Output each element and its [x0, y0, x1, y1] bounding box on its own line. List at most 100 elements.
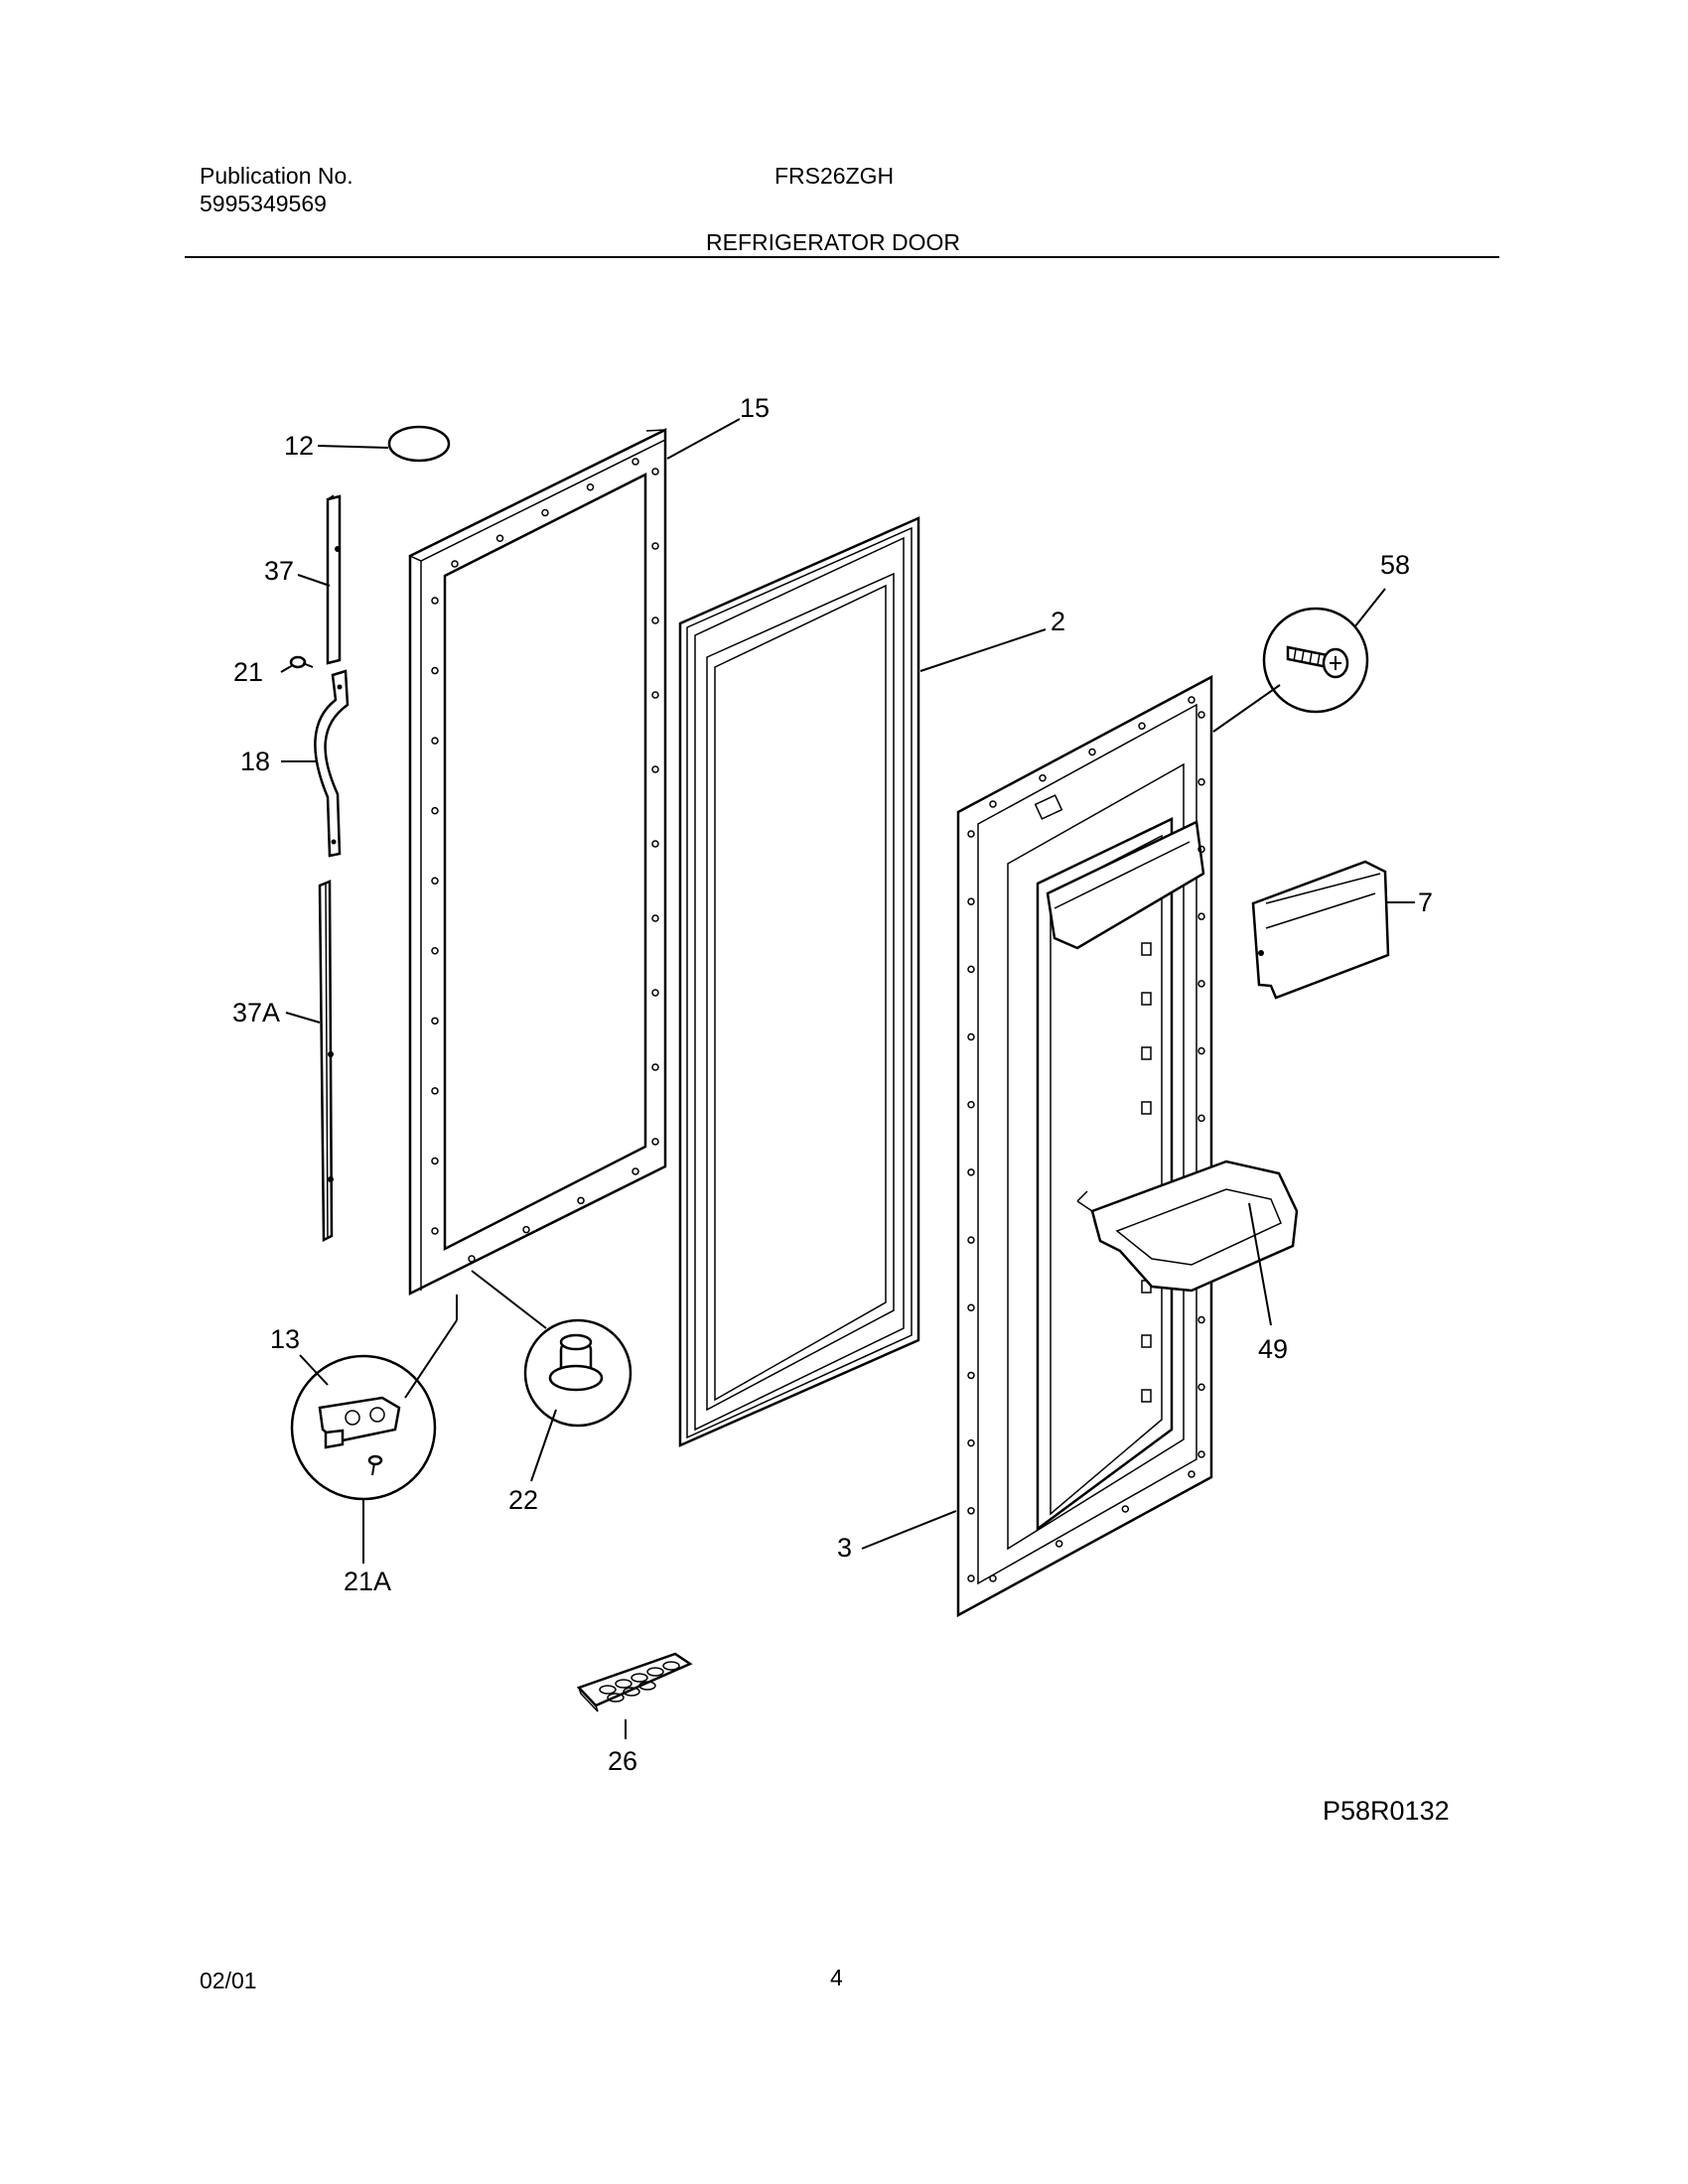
screw-hole [967, 1100, 975, 1109]
shelf-clip [1141, 992, 1152, 1006]
shelf-clip [1141, 1046, 1152, 1060]
screw-hole [431, 1017, 439, 1025]
screw-hole [522, 1225, 530, 1234]
part-12-plug [387, 425, 451, 463]
screw-hole [1197, 1383, 1205, 1392]
screw-hole [468, 1255, 476, 1263]
part-22-hinge-bushing-detail [523, 1318, 633, 1428]
screw-hole [1188, 696, 1196, 704]
screw-hole [1138, 722, 1146, 730]
screw-hole [431, 666, 439, 675]
screw-hole [451, 560, 459, 568]
callout-21: 21 [233, 657, 263, 687]
screw-hole [651, 989, 659, 997]
callout-7: 7 [1418, 887, 1433, 917]
screw-hole [651, 765, 659, 773]
screw-hole [1197, 845, 1205, 854]
callout-49: 49 [1258, 1334, 1288, 1364]
screw-hole [431, 1227, 439, 1235]
screw-hole [586, 483, 595, 491]
screw-hole [651, 616, 659, 624]
screw-hole [1197, 980, 1205, 988]
screw-hole [967, 1168, 975, 1176]
screw-hole [577, 1196, 585, 1205]
figure-id: P58R0132 [1323, 1796, 1450, 1826]
part-18-handle [314, 669, 350, 858]
screw-hole [1197, 1046, 1205, 1055]
screw-hole [967, 897, 975, 905]
page-number: 4 [830, 1965, 843, 1990]
callout-15: 15 [740, 393, 770, 423]
screw-hole [632, 458, 639, 466]
screw-hole [1121, 1505, 1130, 1513]
screw-hole [651, 1138, 659, 1146]
screw-hole [651, 691, 659, 699]
screw-hole [1188, 1470, 1196, 1478]
screw-hole [967, 1236, 975, 1244]
callout-18: 18 [240, 747, 270, 776]
screw-hole [431, 877, 439, 885]
screw-hole [431, 1087, 439, 1095]
screw-hole [651, 468, 659, 476]
screw-hole [989, 1574, 997, 1582]
callout-12: 12 [284, 431, 314, 461]
screw-hole [431, 597, 439, 605]
screw-hole [967, 1438, 975, 1447]
callout-13: 13 [270, 1324, 300, 1354]
screw-hole [651, 914, 659, 922]
screw-hole [431, 1157, 439, 1165]
part-13-hinge-bracket-detail [290, 1354, 437, 1501]
part-37-hinge-cover [326, 494, 342, 665]
part-58-screw-detail [1262, 607, 1369, 714]
callout-22: 22 [508, 1485, 538, 1515]
screw-hole [967, 965, 975, 974]
screw-hole [967, 1303, 975, 1312]
screw-hole [967, 1032, 975, 1041]
screw-hole [651, 840, 659, 848]
screw-hole [651, 1063, 659, 1071]
screw-hole [495, 534, 504, 542]
screw-hole [431, 806, 439, 815]
part-7-dairy-door [1251, 860, 1390, 1000]
screw-hole [1039, 774, 1047, 782]
part-21-screw [289, 655, 314, 669]
screw-hole [1055, 1540, 1063, 1548]
screw-hole [1197, 1315, 1205, 1324]
screw-hole [1197, 912, 1205, 920]
shelf-clip [1141, 1389, 1152, 1403]
callout-37: 37 [264, 556, 294, 586]
screw-hole [989, 800, 997, 808]
shelf-clip [1141, 1101, 1152, 1115]
part-49-door-bin [1076, 1160, 1299, 1293]
screw-hole [541, 508, 549, 517]
screw-hole [1197, 711, 1205, 719]
callout-3: 3 [837, 1533, 852, 1563]
leader-lines [280, 418, 1415, 1739]
shelf-clip [1141, 1334, 1152, 1348]
header-divider [185, 256, 1499, 258]
screw-hole [967, 1507, 975, 1515]
callout-2: 2 [1051, 607, 1065, 636]
screw-hole [1197, 1450, 1205, 1458]
part-2-door-gasket [678, 516, 920, 1447]
screw-hole [967, 1371, 975, 1380]
screw-hole [651, 542, 659, 550]
screw-hole [431, 947, 439, 955]
part-21a-screw [367, 1454, 383, 1476]
part-37a-trim-strip [318, 880, 334, 1243]
publication-number: 5995349569 [200, 191, 327, 216]
screw-hole [1197, 1114, 1205, 1123]
screw-hole [1197, 777, 1205, 786]
model-number: FRS26ZGH [774, 163, 895, 189]
footer-date: 02/01 [200, 1968, 257, 1993]
part-26-tray [576, 1652, 693, 1712]
shelf-clip [1141, 942, 1152, 956]
callout-37a: 37A [232, 998, 280, 1027]
callout-58: 58 [1380, 550, 1410, 580]
callout-26: 26 [608, 1746, 637, 1776]
part-15-door-frame [408, 427, 667, 1297]
part-3-door-liner [956, 674, 1213, 1618]
screw-hole [967, 1574, 975, 1582]
screw-hole [967, 830, 975, 838]
